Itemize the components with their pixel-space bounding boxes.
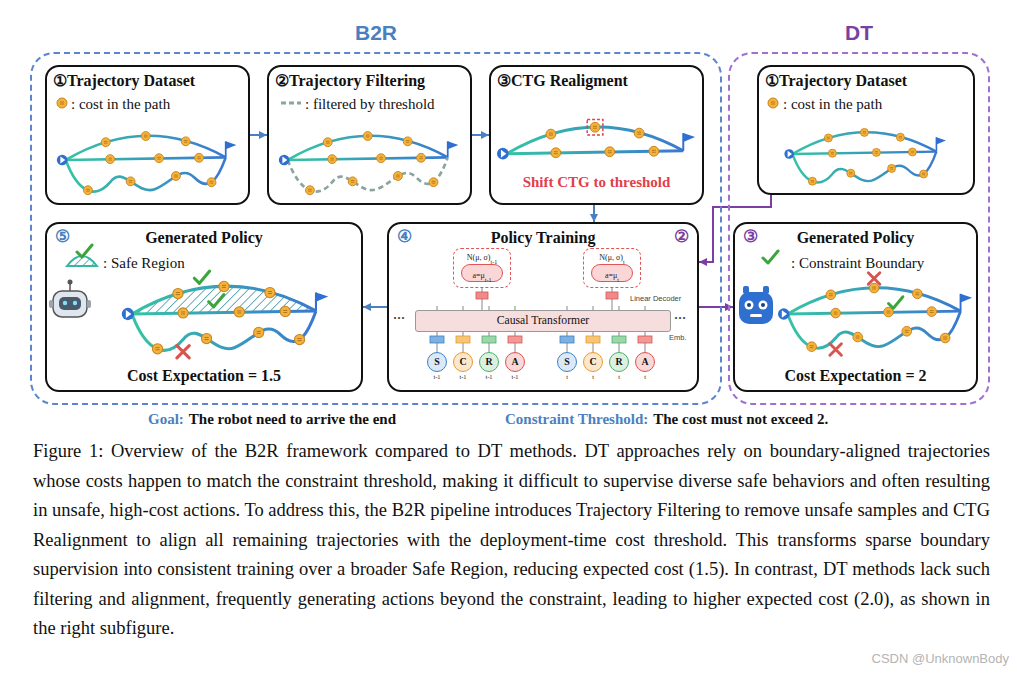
node-text: t-1 (485, 277, 492, 283)
group-region: DT①Trajectory Dataset: cost in the path③… (728, 52, 990, 405)
node-text: S (428, 353, 446, 371)
node-text: A (506, 353, 524, 371)
node-text: C (454, 353, 472, 371)
node-text: ② (674, 227, 689, 247)
node-text: t (630, 373, 660, 381)
node-text: N(μ, σ) (599, 253, 623, 262)
note-text: The cost must not exceed 2. (653, 410, 828, 429)
node-text: : Safe Region (103, 254, 185, 273)
node-text: t (552, 373, 582, 381)
token-circle: At (635, 352, 655, 372)
panel-box: ②Trajectory Filtering : filtered by thres… (267, 65, 472, 205)
node-text: t (578, 373, 608, 381)
panel-box: ③CTG RealigmentShift CTG to threshold (489, 65, 704, 205)
node-text: B2R (32, 20, 720, 46)
node-text: Generated Policy (47, 228, 361, 248)
node-text: Shift CTG to threshold (491, 173, 702, 192)
node-text: Causal Transformer (416, 311, 670, 331)
action-node: a=μt-1 (461, 264, 503, 282)
token-circle: Ct-1 (453, 352, 473, 372)
node-text: N(μ, σ) (467, 253, 491, 262)
node-text: Cost Expectation = 2 (735, 366, 976, 386)
note-key: Constraint Threshold: (505, 410, 648, 429)
token-circle: Rt (609, 352, 629, 372)
watermark: CSDN @UnknownBody (872, 651, 1009, 667)
node-text: DT (730, 20, 988, 46)
layer-label: Linear Decoder (630, 294, 681, 303)
node-text: a=μ (605, 271, 617, 280)
node-text: ⑤ (55, 227, 70, 247)
node-text: ②Trajectory Filtering (275, 71, 425, 91)
node-text: : cost in the path (71, 95, 170, 114)
distribution-box: N(μ, σ) ta=μt (583, 248, 641, 288)
node-text: : filtered by threshold (305, 95, 435, 114)
token-circle: At-1 (505, 352, 525, 372)
node-text: Generated Policy (735, 228, 976, 248)
node-text: t-1 (500, 373, 530, 381)
token-circle: Rt-1 (479, 352, 499, 372)
panel-box: ①Trajectory Dataset : cost in the path (45, 65, 250, 205)
node-text: R (480, 353, 498, 371)
note-key: Goal: (148, 410, 184, 429)
distribution-box: N(μ, σ) t-1a=μt-1 (453, 248, 511, 288)
node-text: Cost Expectation = 1.5 (47, 366, 361, 386)
panel-box: ④Policy Training② Causal Transformer N(μ, … (387, 222, 699, 392)
token-circle: St (557, 352, 577, 372)
node-text: R (610, 353, 628, 371)
node-text: ④ (397, 227, 412, 247)
panel-box: ⑤Generated Policy : Safe RegionCost Expec… (45, 222, 363, 392)
flow-arrow (250, 134, 267, 136)
flow-arrow (363, 306, 387, 308)
figure-caption: Figure 1: Overview of the B2R framework … (33, 437, 990, 644)
node-text: A (636, 353, 654, 371)
action-node: a=μt (591, 264, 633, 282)
note-text: The robot need to arrive the end (189, 410, 396, 429)
node-text: a=μ (472, 271, 484, 280)
flow-arrow (593, 205, 595, 222)
node-text: S (558, 353, 576, 371)
group-region: B2R①Trajectory Dataset: cost in the path… (30, 52, 722, 405)
node-text: t (604, 373, 634, 381)
node-text: Policy Training (389, 228, 697, 248)
node-text: : cost in the path (783, 95, 882, 114)
ellipsis: ··· (393, 311, 405, 325)
node-text: : Constraint Boundary (791, 254, 924, 273)
panel-box: ③Generated Policy : Constraint BoundaryCo… (733, 222, 978, 392)
node-text: ③CTG Realigment (497, 71, 628, 91)
node-text: ①Trajectory Dataset (765, 71, 907, 91)
node-text: C (584, 353, 602, 371)
node-text: ③ (743, 227, 758, 247)
ellipsis: ··· (674, 311, 686, 325)
node-text: ①Trajectory Dataset (53, 71, 195, 91)
token-circle: St-1 (427, 352, 447, 372)
token-circle: Ct (583, 352, 603, 372)
transformer-band: Causal Transformer (415, 310, 671, 332)
panel-box: ①Trajectory Dataset : cost in the path (757, 65, 975, 195)
layer-label: Emb. (669, 333, 687, 342)
flow-arrow (699, 195, 771, 262)
node-text: t-1 (422, 373, 452, 381)
flow-arrow (472, 134, 489, 136)
node-text: t-1 (448, 373, 478, 381)
node-text: t (617, 277, 619, 283)
node-text: t-1 (474, 373, 504, 381)
